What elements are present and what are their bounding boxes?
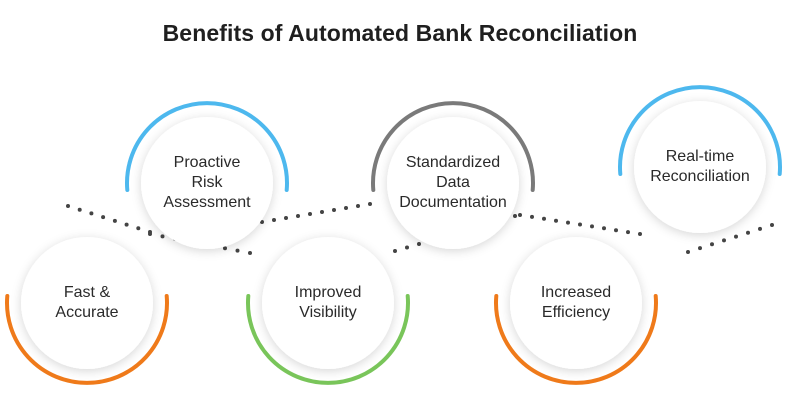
connector-dot — [686, 250, 690, 254]
accent-arc — [125, 101, 289, 192]
connector-dot — [77, 207, 82, 212]
connector-dot — [417, 242, 421, 246]
benefit-circle — [21, 237, 153, 369]
benefit-label-line: Risk — [191, 174, 223, 191]
connector-dot — [89, 211, 94, 216]
connector-dot — [148, 232, 152, 236]
benefit-label-line: Efficiency — [541, 304, 611, 321]
connector-dot — [758, 226, 762, 231]
connector-dot — [566, 220, 570, 225]
connector-dot — [356, 204, 360, 208]
benefit-label-line: Real-time — [665, 148, 735, 165]
connector-dot — [626, 230, 630, 235]
benefit-label-line: Improved — [294, 284, 362, 301]
connector-dot — [542, 216, 546, 221]
benefit-circles — [21, 101, 766, 369]
connector-dot — [530, 214, 534, 219]
benefit-label-line: Documentation — [399, 194, 507, 211]
connector-dot — [405, 245, 409, 250]
connector-dot — [112, 218, 117, 223]
connector-dot — [101, 215, 106, 220]
connector-dot — [248, 251, 252, 255]
connector-dot — [393, 249, 397, 253]
connector-dot — [518, 213, 522, 217]
connector-dot — [296, 214, 300, 218]
connector-dot — [223, 246, 227, 251]
connector-dot — [136, 226, 141, 231]
connector-dot — [368, 202, 372, 206]
connector-dot — [344, 206, 348, 210]
benefit-circle — [510, 237, 642, 369]
connector-dot — [160, 234, 165, 239]
benefit-circle — [141, 117, 273, 249]
benefit-label-line: Assessment — [163, 194, 251, 211]
connector-dot — [746, 230, 750, 235]
connector-dot — [722, 238, 726, 243]
benefit-label-line: Increased — [540, 284, 612, 301]
benefit-label-line: Proactive — [173, 154, 241, 171]
connector-dot — [638, 232, 642, 236]
page-title: Benefits of Automated Bank Reconciliatio… — [162, 20, 638, 46]
connector-dot — [332, 208, 336, 212]
accent-arc — [494, 294, 658, 385]
benefit-circle — [387, 117, 519, 249]
connector-dot — [710, 242, 714, 247]
accent-arc — [246, 294, 410, 385]
connector-dot — [734, 234, 738, 239]
benefit-label-line: Data — [436, 174, 470, 191]
benefit-label-line: Standardized — [405, 154, 501, 171]
benefit-circle — [262, 237, 394, 369]
connector-dot — [308, 212, 312, 216]
connector-dot — [602, 226, 606, 231]
accent-arcs — [5, 85, 782, 385]
benefit-label-line: Visibility — [299, 304, 357, 321]
connector-dot — [260, 220, 264, 224]
connector-dot — [66, 204, 70, 208]
benefit-label-line: Accurate — [55, 304, 119, 321]
benefit-label-line: Fast & — [63, 284, 111, 301]
connector-dot — [124, 222, 129, 227]
connector-dot — [770, 223, 774, 227]
accent-arc — [371, 101, 535, 192]
benefit-label-fast-accurate: Fast & Accurate — [22, 248, 152, 358]
connector-dot — [320, 210, 324, 214]
benefit-circle — [634, 101, 766, 233]
connector-dot — [272, 218, 276, 222]
connector-dot — [698, 246, 702, 251]
accent-arc — [5, 294, 169, 385]
connector-dot — [235, 248, 240, 253]
benefit-label-line: Reconciliation — [650, 168, 750, 185]
connector-dot — [513, 214, 517, 218]
connector-dot — [614, 228, 618, 233]
connector-dot — [578, 222, 582, 227]
connector-dot — [284, 216, 288, 220]
connector-dot — [554, 218, 558, 223]
accent-arc — [618, 85, 782, 176]
connector-dot — [590, 224, 594, 229]
